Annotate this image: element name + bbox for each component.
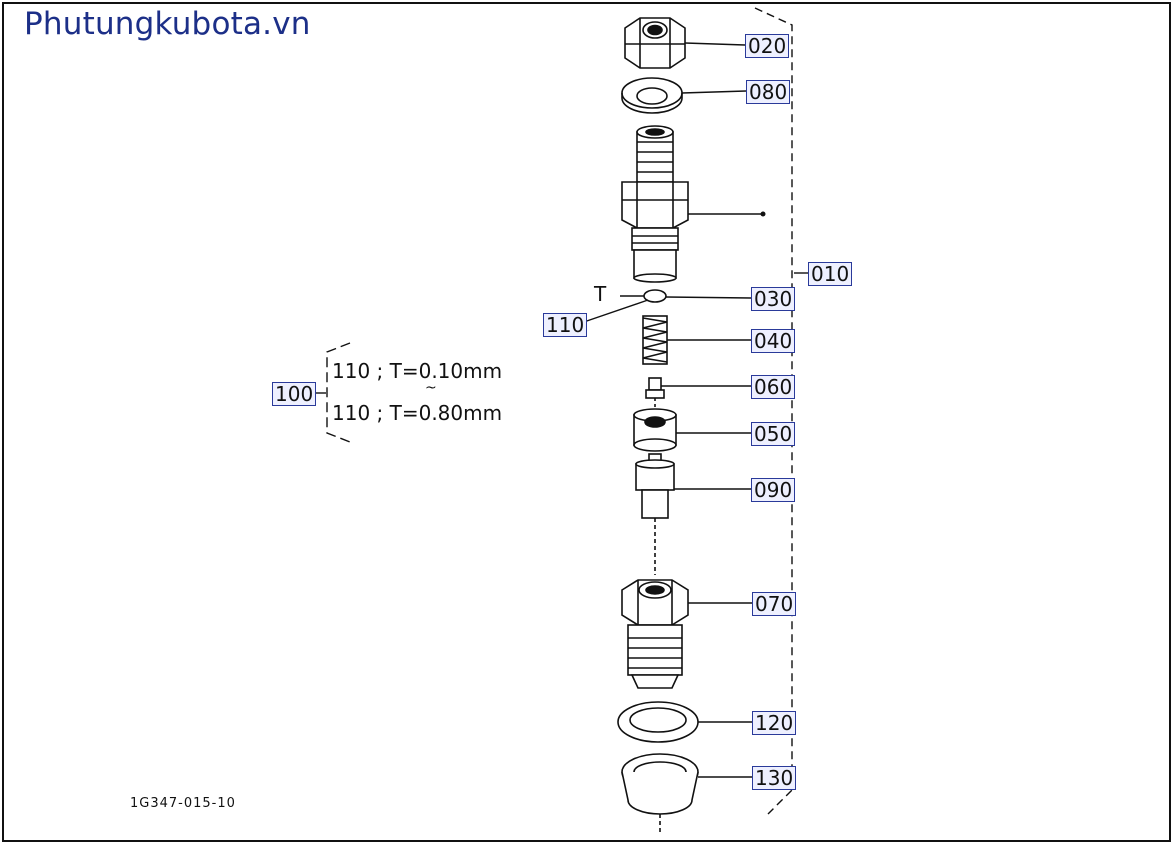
shim-spec-max: 110 ; T=0.80mm — [332, 401, 503, 425]
callout-050[interactable]: 050 — [751, 422, 796, 446]
drawing-code: 1G347-015-10 — [130, 796, 236, 811]
part-070-retaining-nut[interactable] — [621, 579, 689, 689]
callout-130[interactable]: 130 — [752, 766, 797, 790]
leader-dot — [760, 211, 766, 217]
callout-030[interactable]: 030 — [751, 287, 796, 311]
callout-070[interactable]: 070 — [752, 592, 797, 616]
part-nozzle-holder-body[interactable] — [621, 125, 689, 283]
leader-lines — [313, 7, 808, 815]
part-080-washer[interactable] — [621, 77, 683, 114]
part-120-gasket[interactable] — [617, 701, 699, 743]
shim-spec-min: 110 ; T=0.10mm — [332, 359, 503, 383]
part-060-pushrod[interactable] — [645, 377, 665, 410]
callout-010[interactable]: 010 — [808, 262, 853, 286]
callout-100[interactable]: 100 — [272, 382, 317, 406]
callout-120[interactable]: 120 — [752, 711, 797, 735]
thickness-mark: T — [594, 282, 607, 306]
part-130-heat-shield[interactable] — [621, 753, 699, 834]
callout-060[interactable]: 060 — [751, 375, 796, 399]
part-050-distance-piece[interactable] — [633, 408, 677, 452]
callout-090[interactable]: 090 — [751, 478, 796, 502]
part-090-nozzle[interactable] — [635, 453, 675, 575]
part-020-nut[interactable] — [624, 17, 686, 69]
callout-110[interactable]: 110 — [543, 313, 588, 337]
shim-spec-range-mark: ~ — [425, 380, 437, 396]
callout-040[interactable]: 040 — [751, 329, 796, 353]
part-040-spring[interactable] — [642, 315, 668, 365]
watermark: Phutungkubota.vn — [24, 6, 311, 42]
callout-080[interactable]: 080 — [746, 80, 791, 104]
callout-020[interactable]: 020 — [745, 34, 790, 58]
